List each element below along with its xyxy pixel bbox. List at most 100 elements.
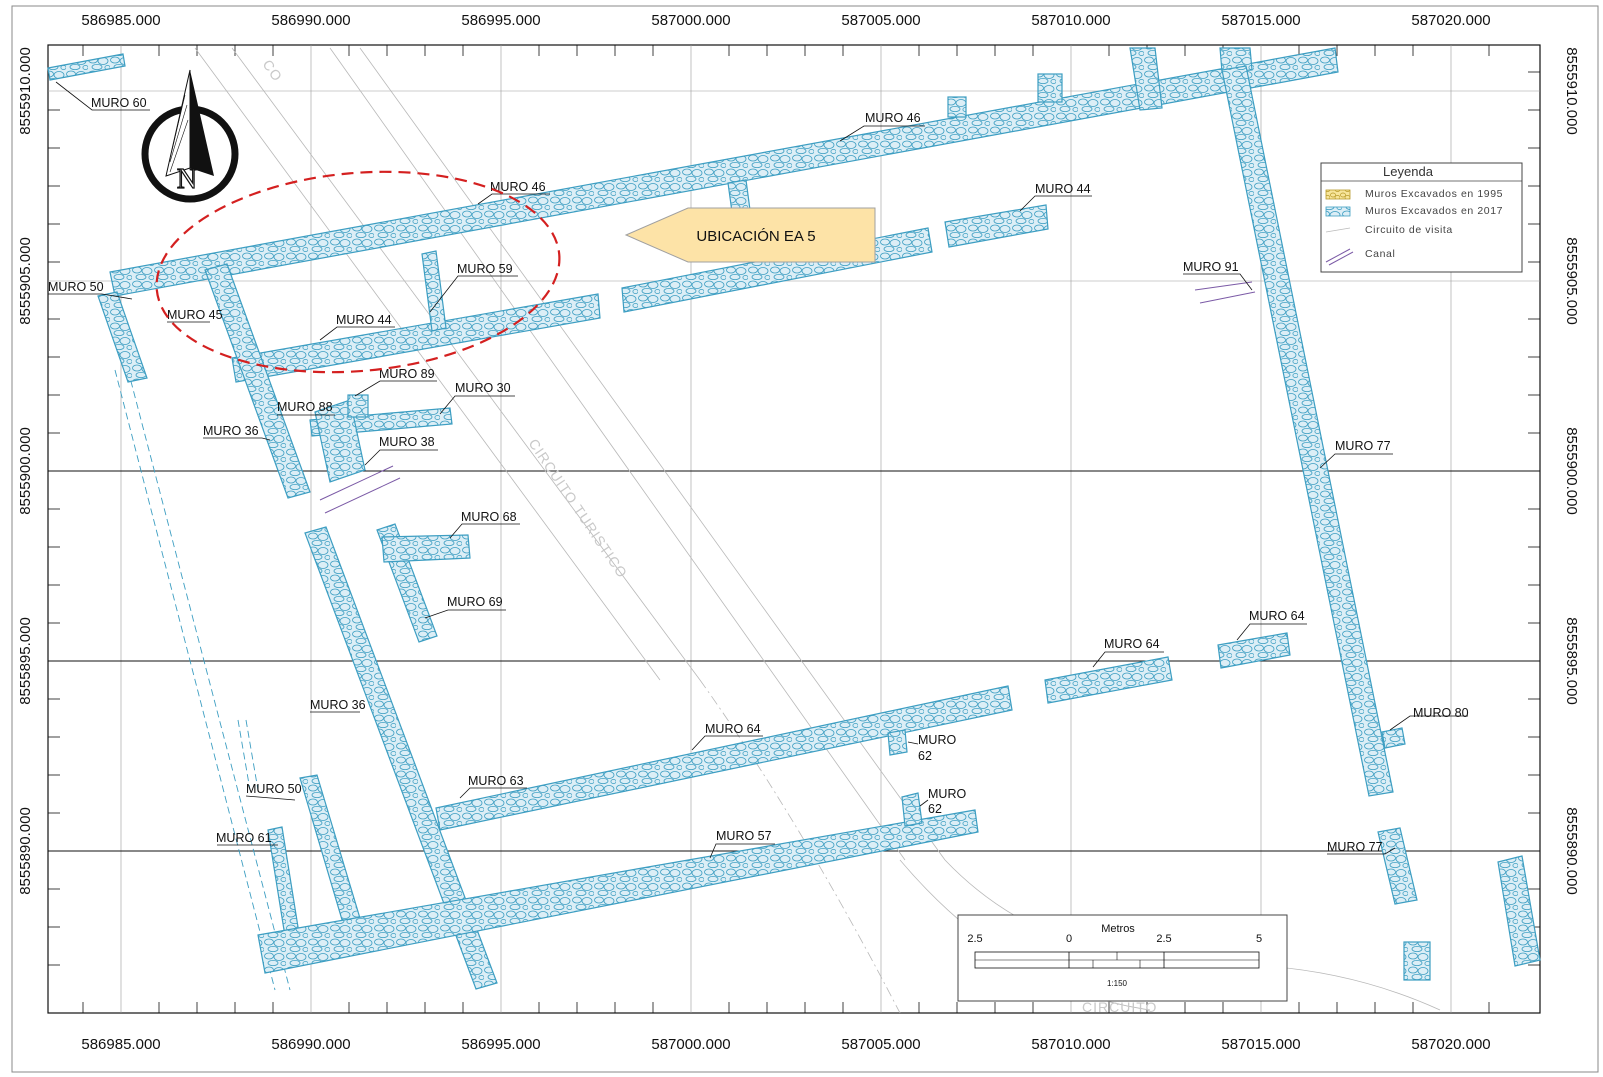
y-coord-label: 8555900.000 [1563, 427, 1580, 515]
wall-44-left [231, 293, 601, 383]
wall-label: MURO 36 [203, 424, 259, 438]
wall-89 [347, 394, 369, 418]
legend: Leyenda Muros Excavados en 1995 Muros Ex… [1320, 162, 1523, 273]
ubicacion-callout: UBICACIÓN EA 5 [624, 207, 876, 263]
wall-label: MURO 69 [447, 595, 503, 609]
wall-stub-a [1129, 47, 1163, 111]
x-coord-label: 587000.000 [651, 1036, 730, 1053]
wall-label: MURO 91 [1183, 260, 1239, 274]
wall-label: MURO 57 [716, 829, 772, 843]
legend-swatch-1995 [1325, 189, 1351, 200]
x-coord-label: 586985.000 [81, 12, 160, 29]
wall-labels: MURO 60 MURO 46 MURO 46 MURO 44 MURO 44 … [48, 96, 1469, 854]
wall-stub-e [727, 179, 751, 213]
ubicacion-label: UBICACIÓN EA 5 [696, 228, 815, 245]
wall-label: MURO 89 [379, 367, 435, 381]
wall-62-a [887, 729, 908, 756]
x-coords-top: 586985.000 586990.000 586995.000 587000.… [81, 12, 1490, 29]
wall-80 [1381, 727, 1406, 749]
x-coord-label: 587010.000 [1031, 1036, 1110, 1053]
legend-item: Circuito de visita [1365, 224, 1453, 236]
highlight-ellipse [155, 170, 561, 374]
x-coord-label: 587000.000 [651, 12, 730, 29]
wall-50-bottom [299, 774, 366, 941]
wall-label: MURO 50 [48, 280, 104, 294]
wall-60 [47, 53, 126, 81]
wall-label: MURO 46 [865, 111, 921, 125]
x-coord-label: 587015.000 [1221, 1036, 1300, 1053]
wall-label: MURO 38 [379, 435, 435, 449]
x-coord-label: 587005.000 [841, 12, 920, 29]
wall-64-b [1044, 656, 1173, 704]
wall-label: MURO 80 [1413, 706, 1469, 720]
wall-36-long [304, 526, 498, 990]
wall-63-64 [435, 685, 1013, 831]
outer-frame [11, 5, 1599, 1073]
wall-label: MURO 64 [1249, 609, 1305, 623]
wall-50-left [97, 291, 148, 383]
wall-label: MURO 77 [1335, 439, 1391, 453]
wall-46-upper [109, 47, 1339, 297]
x-coord-label: 586995.000 [461, 1036, 540, 1053]
wall-label: MURO 50 [246, 782, 302, 796]
scale-ratio: 1:150 [1107, 979, 1128, 988]
wall-east-b [1403, 941, 1431, 981]
scale-tick: 0 [1066, 933, 1072, 945]
scale-unit: Metros [1101, 923, 1135, 935]
wall-label: MURO 46 [490, 180, 546, 194]
leader-lines [48, 81, 1468, 859]
wall-label: MURO [928, 787, 966, 801]
legend-swatch-circuit [1325, 227, 1351, 233]
legend-title: Leyenda [1383, 164, 1434, 179]
y-coord-label: 8555895.000 [1563, 617, 1580, 705]
wall-label: MURO 60 [91, 96, 147, 110]
wall-label: MURO 36 [310, 698, 366, 712]
wall-stub-d [947, 96, 967, 118]
y-coord-label: 8555890.000 [1563, 807, 1580, 895]
wall-east-a [1497, 855, 1541, 967]
x-coord-label: 587005.000 [841, 1036, 920, 1053]
scale-tick: 5 [1256, 933, 1262, 945]
x-coord-label: 586990.000 [271, 12, 350, 29]
x-coord-label: 587010.000 [1031, 12, 1110, 29]
y-coord-label: 8555910.000 [1563, 47, 1580, 135]
wall-label: MURO 77 [1327, 840, 1383, 854]
y-coords-left: 8555910.000 8555905.000 8555900.000 8555… [17, 47, 34, 895]
map-frame [47, 44, 1541, 1014]
wall-label: MURO 68 [461, 510, 517, 524]
y-coord-label: 8555910.000 [17, 47, 34, 135]
wall-68 [381, 534, 471, 563]
wall-64-c [1217, 632, 1291, 669]
legend-item: Muros Excavados en 2017 [1365, 205, 1503, 217]
wall-57 [257, 809, 979, 974]
circuit-label: CO [260, 57, 286, 85]
legend-swatch-canal [1325, 248, 1354, 266]
x-coord-label: 586995.000 [461, 12, 540, 29]
north-arrow: N [141, 69, 239, 203]
scale-bar: Metros 2.5 0 2.5 5 1:150 [957, 914, 1288, 1002]
north-label: N [177, 164, 197, 195]
scale-tick: 2.5 [967, 933, 982, 945]
wall-label: MURO 64 [1104, 637, 1160, 651]
wall-label: MURO 44 [1035, 182, 1091, 196]
x-coord-label: 586990.000 [271, 1036, 350, 1053]
y-coord-label: 8555905.000 [1563, 237, 1580, 325]
wall-77-b [1377, 827, 1418, 905]
x-coord-label: 587020.000 [1411, 1036, 1490, 1053]
x-coord-label: 586985.000 [81, 1036, 160, 1053]
y-coord-label: 8555895.000 [17, 617, 34, 705]
wall-44-right [944, 204, 1049, 248]
x-coord-label: 587020.000 [1411, 12, 1490, 29]
x-coord-label: 587015.000 [1221, 12, 1300, 29]
wall-label: MURO 44 [336, 313, 392, 327]
wall-label: MURO 64 [705, 722, 761, 736]
x-coords-bottom: 586985.000 586990.000 586995.000 587000.… [81, 1036, 1490, 1053]
legend-item: Canal [1365, 248, 1395, 260]
canal [319, 281, 1256, 514]
wall-59 [421, 250, 447, 332]
y-coord-label: 8555905.000 [17, 237, 34, 325]
walls [47, 47, 1541, 990]
wall-label: MURO 63 [468, 774, 524, 788]
wall-88 [314, 399, 366, 483]
